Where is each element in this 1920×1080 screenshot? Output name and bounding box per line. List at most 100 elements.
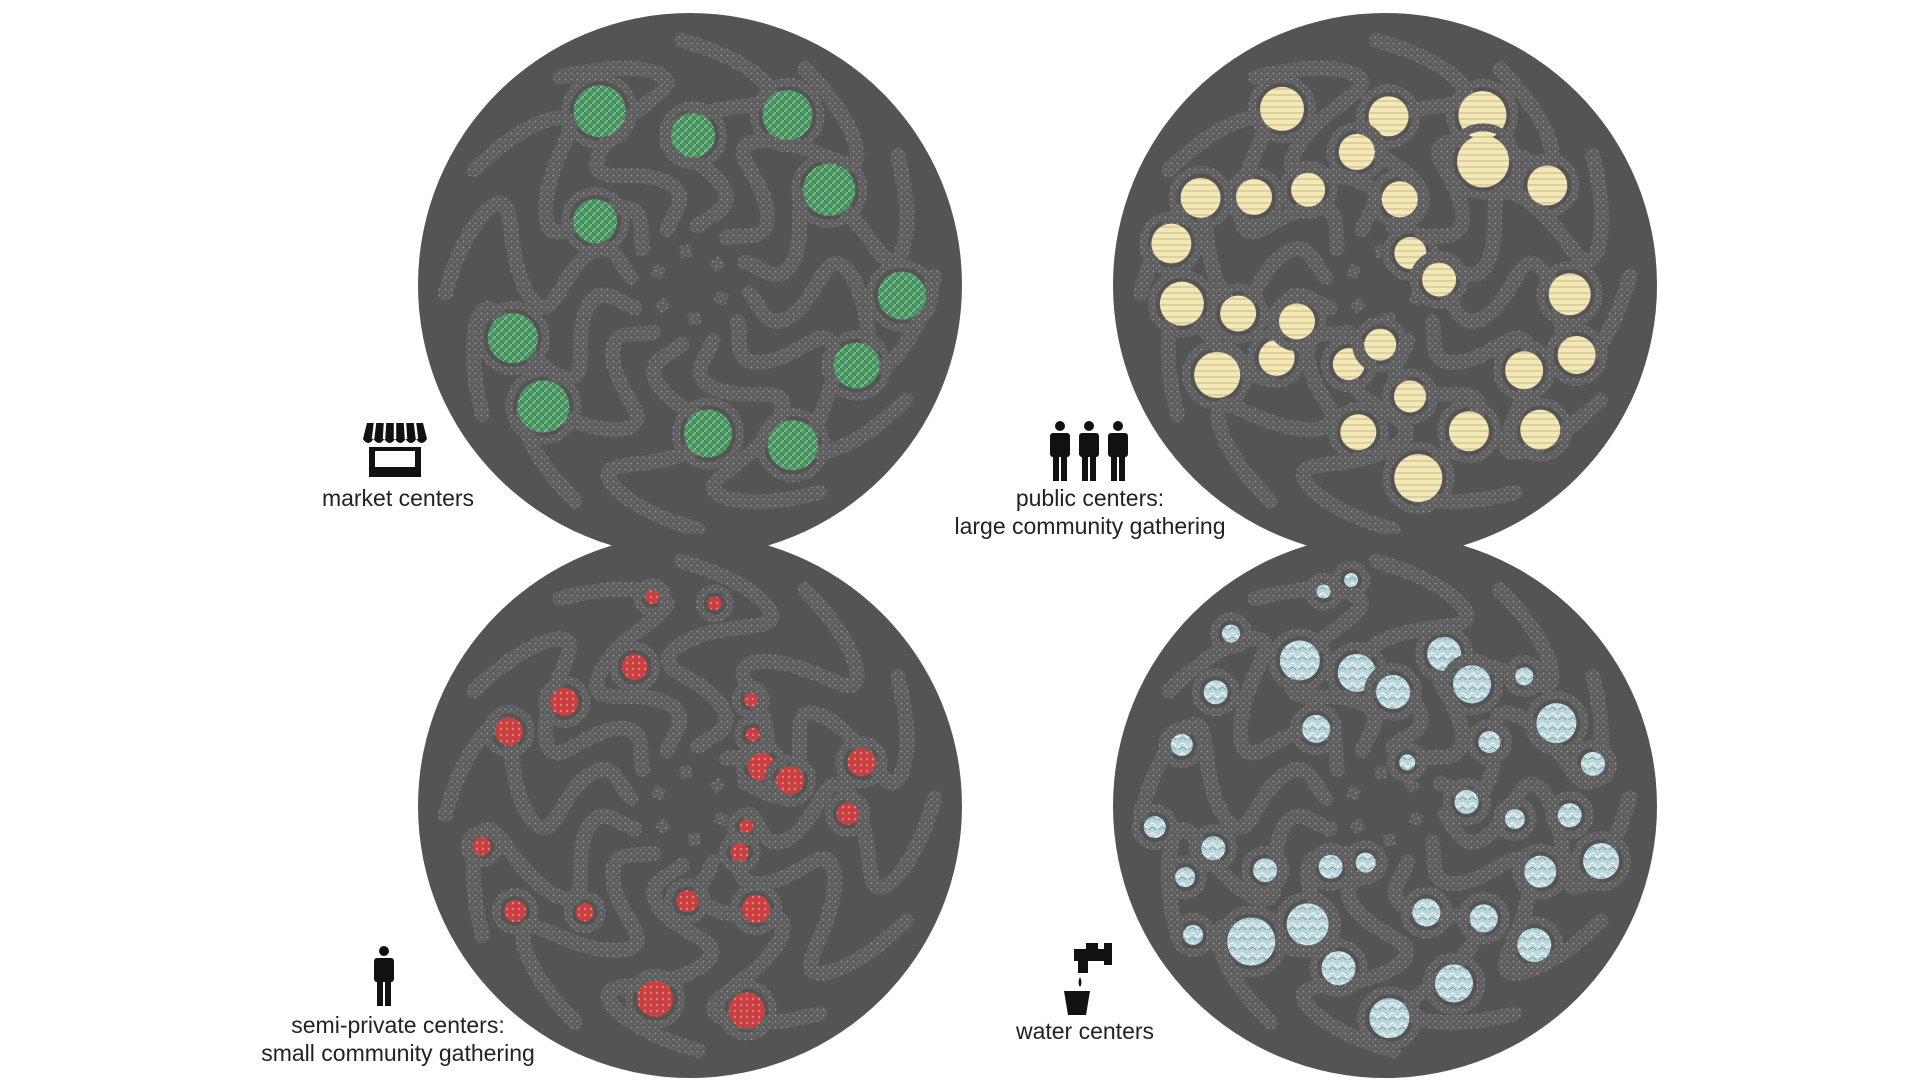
public-center-node — [1557, 335, 1596, 374]
market-center-node — [833, 342, 880, 389]
serpentine-path — [660, 553, 780, 755]
semi-private-center-node — [707, 596, 722, 611]
market-center-node — [767, 420, 818, 471]
semi-private-center-node — [621, 654, 648, 681]
label-line: large community gathering — [954, 513, 1226, 539]
water-center-node — [1316, 584, 1331, 599]
public-center-node — [1394, 380, 1427, 413]
center-ring — [1545, 791, 1594, 840]
market-center-node — [573, 85, 626, 138]
central-fragment — [654, 818, 672, 835]
public-center-node — [1151, 223, 1192, 264]
water-center-node — [1143, 816, 1166, 839]
central-fragment — [1374, 765, 1388, 779]
water-center-node — [1203, 680, 1228, 705]
central-fragment — [654, 297, 672, 314]
center-ring — [1215, 905, 1288, 978]
center-ring — [1332, 561, 1371, 600]
center-ring — [1445, 123, 1522, 200]
central-fragment — [650, 263, 667, 280]
label-line: small community gathering — [261, 1040, 535, 1066]
center-ring — [1241, 846, 1290, 895]
center-ring — [1158, 722, 1205, 769]
center-ring — [664, 878, 711, 925]
public-center-node — [1194, 351, 1241, 398]
water-center-node — [1369, 998, 1410, 1039]
public-center-node — [1368, 96, 1409, 137]
semi-private-center-node — [743, 692, 758, 707]
public-center-node — [1180, 177, 1221, 218]
center-ring — [561, 73, 638, 150]
center-ring — [482, 705, 535, 758]
center-ring — [633, 578, 672, 617]
semi-private-center-node — [776, 766, 805, 795]
serpentine-path — [465, 287, 643, 423]
center-ring — [492, 888, 539, 935]
semi-private-center-node — [739, 819, 754, 834]
public-center-node — [1279, 303, 1316, 340]
center-ring — [475, 301, 550, 376]
water-icon-wrapper — [1058, 943, 1118, 1020]
market-icon-wrapper — [363, 421, 427, 482]
central-fragment — [713, 811, 730, 828]
center-ring — [1171, 912, 1216, 957]
center-ring — [1466, 719, 1513, 766]
center-ring — [1503, 655, 1546, 698]
water-center-node — [1279, 640, 1320, 681]
central-fragment — [1408, 811, 1425, 828]
center-ring — [625, 968, 686, 1029]
central-fragment — [708, 256, 726, 273]
semi-private-center-node — [575, 903, 594, 922]
public-center-node — [1394, 453, 1443, 502]
center-ring — [1248, 74, 1317, 143]
serpentine-path — [718, 61, 865, 245]
center-ring — [1571, 831, 1632, 892]
center-ring — [824, 790, 871, 837]
center-ring — [1356, 84, 1421, 149]
market-center-node — [762, 90, 813, 141]
water-center-node — [1302, 714, 1331, 743]
water-center-node — [1504, 809, 1525, 830]
semi-private-center-node — [504, 900, 527, 923]
public-center-node — [1448, 411, 1489, 452]
public-center-node — [1381, 181, 1418, 218]
water-center-node — [1453, 665, 1492, 704]
center-ring — [1515, 153, 1580, 218]
center-ring — [1139, 211, 1204, 276]
central-fragment — [679, 765, 693, 779]
serpentine-path — [692, 332, 828, 510]
central-fragment — [708, 777, 726, 794]
water-center-node — [1536, 703, 1577, 744]
public-center-node — [1236, 179, 1273, 216]
water-center-node — [1175, 867, 1196, 888]
semi-private-center-node — [728, 992, 765, 1029]
semi-private-center-node — [637, 980, 674, 1017]
water-center-node — [1399, 754, 1416, 771]
water-center-node — [1557, 803, 1582, 828]
market-center-node — [487, 313, 538, 364]
serpentine-path — [730, 834, 914, 981]
label-line: public centers: — [1015, 485, 1165, 511]
semi-private-center-node — [472, 837, 491, 856]
center-ring — [735, 740, 788, 793]
center-ring — [1364, 663, 1423, 722]
center-ring — [561, 187, 630, 256]
market-center-node — [803, 163, 856, 216]
public-center-node — [1291, 172, 1326, 207]
semi-private-center-node — [494, 717, 523, 746]
water-center-node — [1355, 852, 1376, 873]
central-fragment — [1349, 818, 1367, 835]
three-people-icon — [1050, 421, 1128, 481]
public-center-node — [1548, 273, 1591, 316]
serpentine-path — [741, 776, 943, 896]
label-line: market centers — [321, 485, 475, 511]
water-center-node — [1227, 917, 1276, 966]
central-fragment — [1345, 784, 1362, 801]
center-ring — [731, 680, 770, 719]
center-ring — [1492, 797, 1537, 842]
semi-private-center-node — [550, 687, 579, 716]
center-ring — [750, 78, 825, 153]
water-center-node — [1318, 854, 1343, 879]
market-center-node — [671, 113, 716, 158]
center-ring — [716, 980, 777, 1041]
